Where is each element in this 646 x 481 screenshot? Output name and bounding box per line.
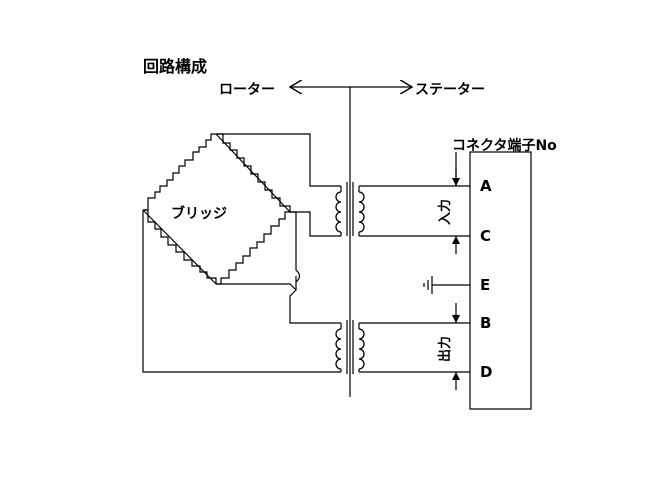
circuit-title: 回路構成 — [143, 57, 207, 76]
terminal-b: B — [480, 314, 491, 332]
connector-block — [469, 151, 532, 410]
output-label: 出力 — [437, 336, 453, 362]
rotor-coil-lower — [335, 323, 342, 372]
bridge-network — [142, 133, 291, 285]
ground-icon — [423, 276, 433, 294]
terminal-c: C — [480, 227, 491, 245]
stator-coil-lower — [358, 323, 365, 372]
bridge-label: ブリッジ — [171, 205, 227, 222]
stator-wiring — [359, 185, 470, 373]
input-voltage-marker — [452, 168, 460, 254]
terminal-a: A — [480, 177, 492, 195]
terminal-d: D — [480, 363, 492, 381]
terminal-e: E — [480, 276, 490, 294]
connector-label: コネクタ端子No — [452, 137, 557, 154]
stator-label: ステーター — [415, 82, 485, 98]
input-label: 入力 — [437, 199, 453, 225]
output-voltage-marker — [452, 303, 460, 390]
rotor-wiring — [142, 133, 341, 373]
rotor-coil-upper — [335, 186, 342, 236]
rotor-label: ローター — [219, 82, 275, 98]
stator-coil-upper — [358, 186, 365, 236]
